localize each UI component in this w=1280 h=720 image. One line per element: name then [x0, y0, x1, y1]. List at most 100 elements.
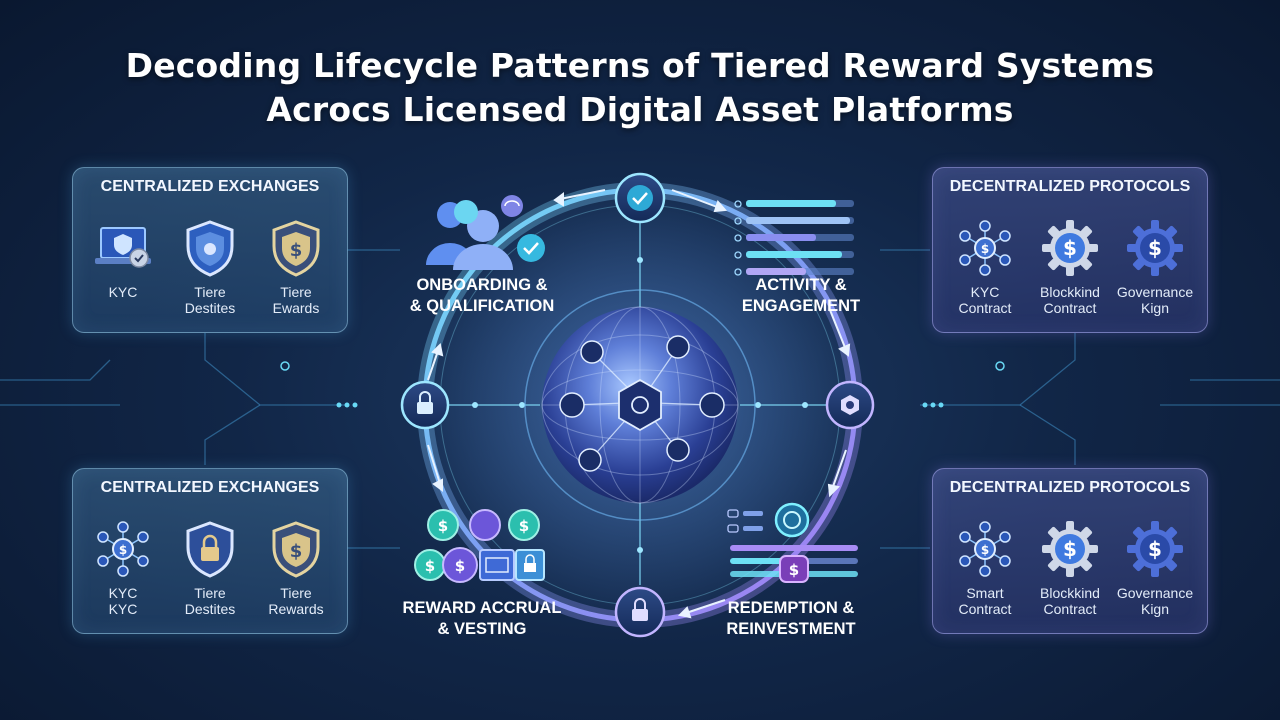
svg-text:$: $: [119, 543, 127, 557]
svg-text:$: $: [1063, 236, 1077, 260]
panel-item-kyc-contract: $ KYC Contract: [940, 218, 1030, 316]
lock-node-left-icon: [400, 380, 450, 430]
laptop-shield-icon: [95, 227, 151, 268]
panel-item-blockkind-contract: $ Blockkind Contract: [1025, 218, 1115, 316]
panel-item-label: Tiere Destites: [165, 585, 255, 617]
panel-decentralized-protocols-top: DECENTRALIZED PROTOCOLS $ KYC Contract: [932, 167, 1208, 333]
ring-arrows: [427, 189, 851, 619]
panel-item-kyc: KYC: [78, 218, 168, 300]
svg-text:$: $: [425, 557, 435, 575]
label-line2: Rewards: [268, 601, 324, 617]
panel-item-label: KYC Contract: [940, 284, 1030, 316]
circuit-lines: [0, 249, 1280, 549]
panel-title: DECENTRALIZED PROTOCOLS: [949, 479, 1191, 496]
page-title-line-2: Acrocs Licensed Digital Asset Platforms: [266, 90, 1014, 129]
dollar-gear-icon: $: [1127, 220, 1183, 276]
lock-shield-icon: [186, 521, 234, 578]
panel-item-tiere-destites: Tiere Destites: [165, 218, 255, 316]
label-line2: Destites: [184, 601, 236, 617]
page-title-line-1: Decoding Lifecycle Patterns of Tiered Re…: [125, 46, 1155, 85]
label-line1: KYC: [108, 585, 138, 601]
svg-text:$: $: [290, 541, 303, 562]
svg-text:$: $: [1148, 537, 1162, 561]
dollar-shield-icon: $: [272, 521, 320, 578]
panel-item-smart-contract: $ Smart Contract: [940, 519, 1030, 617]
svg-text:$: $: [981, 543, 989, 557]
label-line1: Governance: [1116, 284, 1194, 300]
label-line2: Ewards: [272, 300, 320, 316]
panel-item-label: Governance Kign: [1110, 284, 1200, 316]
label-line2: Contract: [958, 300, 1012, 316]
users-group-icon: [426, 195, 545, 270]
stage-reward: REWARD ACCRUAL & VESTING: [387, 598, 577, 640]
label-line1: Blockkind: [1040, 284, 1100, 300]
svg-text:$: $: [789, 561, 799, 579]
panel-item-blockkind-contract: $ Blockkind Contract: [1025, 519, 1115, 617]
network-hub-icon: $: [959, 521, 1011, 577]
panel-item-tiere-ewards: $ Tiere Ewards: [251, 218, 341, 316]
panel-centralized-exchanges-top: CENTRALIZED EXCHANGES KYC Tiere Destites: [72, 167, 348, 333]
stage-redemption-line2: REINVESTMENT: [726, 620, 856, 638]
stage-activity-line2: ENGAGEMENT: [741, 297, 861, 315]
stage-redemption-line1: REDEMPTION &: [727, 599, 855, 617]
stage-onboarding: ONBOARDING & & QUALIFICATION: [387, 275, 577, 317]
shield-badge-icon: [186, 220, 234, 277]
dollar-gear-icon: $: [1127, 521, 1183, 577]
svg-text:$: $: [981, 242, 989, 256]
panel-item-label: Tiere Destites: [165, 284, 255, 316]
stage-reward-line1: REWARD ACCRUAL: [402, 599, 562, 617]
panel-title: CENTRALIZED EXCHANGES: [100, 178, 320, 195]
panel-item-governance-kign: $ Governance Kign: [1110, 519, 1200, 617]
stage-reward-line2: & VESTING: [437, 620, 527, 638]
svg-text:$: $: [455, 557, 465, 575]
label-line1: Tiere: [194, 585, 226, 601]
stage-onboarding-line2: & QUALIFICATION: [409, 297, 555, 315]
label-line1: KYC: [108, 284, 138, 300]
stage-onboarding-line1: ONBOARDING &: [416, 276, 548, 294]
reward-coins-icon: $ $ $ $: [414, 509, 545, 583]
panel-item-label: KYC KYC: [78, 585, 168, 617]
panel-item-label: Smart Contract: [940, 585, 1030, 617]
dollar-gear-icon: $: [1042, 521, 1098, 577]
panel-item-label: Tiere Rewards: [251, 585, 341, 617]
panel-item-tiere-rewards: $ Tiere Rewards: [251, 519, 341, 617]
stage-activity-line1: ACTIVITY &: [755, 276, 847, 294]
check-node-icon: [614, 172, 666, 224]
panel-item-governance-kign: $ Governance Kign: [1110, 218, 1200, 316]
svg-text:$: $: [438, 517, 448, 535]
label-line2: Contract: [1043, 601, 1097, 617]
panel-item-tiere-destites: Tiere Destites: [165, 519, 255, 617]
panel-item-label: KYC: [78, 284, 168, 300]
label-line1: Blockkind: [1040, 585, 1100, 601]
reward-shield-icon: $: [272, 220, 320, 277]
circuit-dots: [280, 361, 1005, 408]
panel-title: CENTRALIZED EXCHANGES: [100, 479, 320, 496]
vault-node-icon: [825, 380, 875, 430]
stage-activity: ACTIVITY & ENGAGEMENT: [706, 275, 896, 317]
hexagon-core-icon: [618, 378, 662, 432]
label-line2: Contract: [958, 601, 1012, 617]
svg-text:$: $: [290, 240, 303, 261]
lock-node-bottom-icon: [614, 586, 666, 638]
panel-item-label: Governance Kign: [1110, 585, 1200, 617]
label-line1: Governance: [1116, 585, 1194, 601]
panel-item-label: Blockkind Contract: [1025, 284, 1115, 316]
panel-title: DECENTRALIZED PROTOCOLS: [949, 178, 1191, 195]
svg-text:$: $: [519, 517, 529, 535]
network-hub-icon: $: [959, 220, 1011, 276]
network-hub-icon: $: [97, 521, 149, 577]
label-line1: Tiere: [280, 585, 312, 601]
label-line1: KYC: [970, 284, 1000, 300]
label-line2: Kign: [1140, 300, 1170, 316]
svg-text:$: $: [1148, 236, 1162, 260]
label-line1: Smart: [966, 585, 1004, 601]
dollar-gear-icon: $: [1042, 220, 1098, 276]
panel-item-kyc-kyc: $ KYC KYC: [78, 519, 168, 617]
label-line2: KYC: [108, 601, 138, 617]
label-line2: Kign: [1140, 601, 1170, 617]
label-line1: Tiere: [194, 284, 226, 300]
label-line2: Contract: [1043, 300, 1097, 316]
panel-item-label: Tiere Ewards: [251, 284, 341, 316]
panel-centralized-exchanges-bottom: CENTRALIZED EXCHANGES $ KYC KYC: [72, 468, 348, 634]
